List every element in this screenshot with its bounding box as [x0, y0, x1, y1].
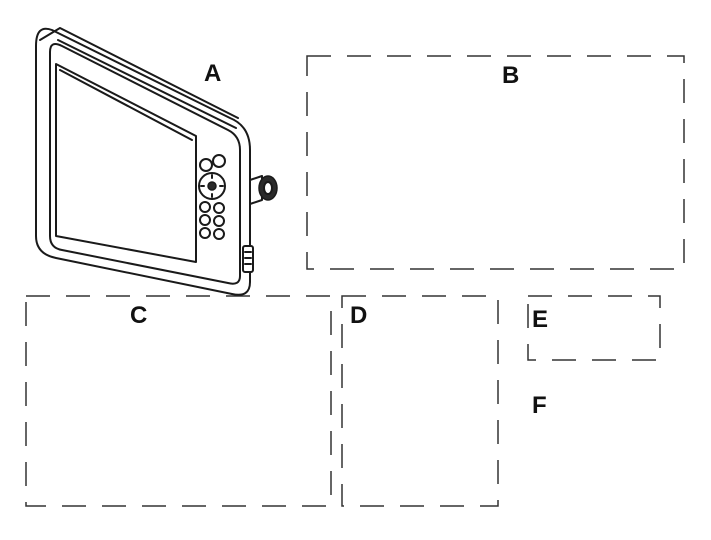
label-d: D	[350, 302, 368, 329]
display-unit-icon	[35, 27, 278, 296]
label-b: B	[502, 62, 520, 89]
label-a: A	[204, 60, 222, 87]
frame-c	[25, 295, 332, 507]
frame-b	[306, 55, 685, 270]
frame-d	[341, 295, 499, 507]
frame-e	[527, 295, 661, 361]
label-f: F	[532, 392, 547, 419]
label-e: E	[532, 306, 549, 333]
label-c: C	[130, 302, 148, 329]
